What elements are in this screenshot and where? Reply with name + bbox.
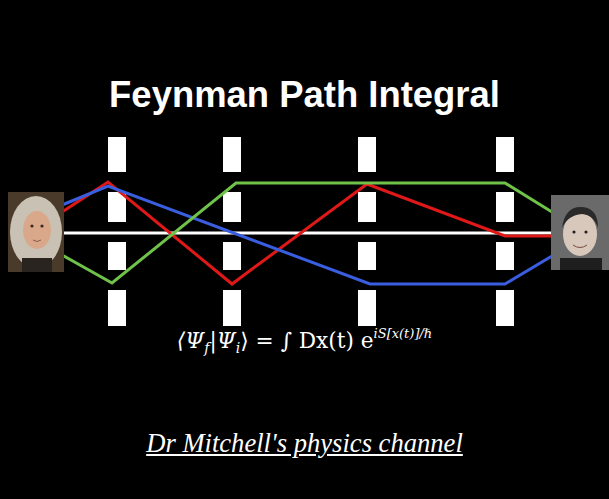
equation: ⟨Ψf|Ψi⟩ = ∫ Dx(t) eiS[x(t)]/ℏ <box>0 326 609 356</box>
equation-part: f <box>204 340 209 356</box>
equation-part: ⟩ = ∫ Dx(t) e <box>240 328 373 353</box>
classical-path <box>62 232 552 235</box>
equation-part: |Ψ <box>209 328 235 353</box>
green-path <box>62 183 552 283</box>
equation-part: ⟨Ψ <box>177 328 204 353</box>
feynman-portrait <box>551 195 609 270</box>
equation-part: iS[x(t)]/ℏ <box>374 326 433 341</box>
equation-part: i <box>236 340 240 356</box>
caption: Dr Mitchell's physics channel <box>0 428 609 459</box>
title: Feynman Path Integral <box>0 74 609 116</box>
blue-path <box>62 186 552 284</box>
newton-portrait <box>8 192 64 272</box>
red-path <box>62 182 552 284</box>
